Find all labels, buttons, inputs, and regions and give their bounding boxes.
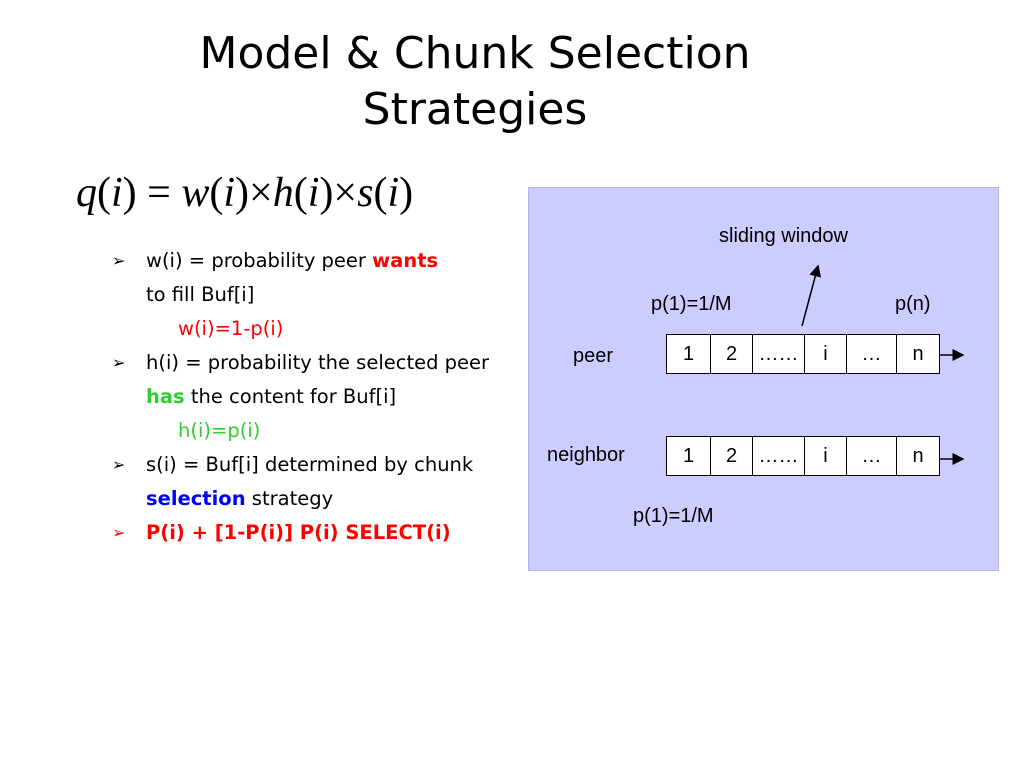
p1-top-label: p(1)=1/M (651, 293, 732, 315)
neighbor-cell: … (847, 437, 897, 475)
sliding-window-label: sliding window (719, 225, 848, 247)
bullet-w: ➢ w(i) = probability peer wants to fill … (112, 244, 522, 312)
neighbor-cell: i (805, 437, 847, 475)
bullet-s: ➢ s(i) = Buf[i] determined by chunk sele… (112, 448, 522, 516)
diagram-arrows (801, 264, 965, 465)
bullet-arrow-icon: ➢ (112, 455, 126, 474)
bullet-list: ➢ w(i) = probability peer wants to fill … (112, 244, 522, 550)
bullet-select: ➢ P(i) + [1-P(i)] P(i) SELECT(i) (112, 516, 522, 550)
title-line-1: Model & Chunk Selection (199, 28, 751, 79)
title-line-2: Strategies (362, 84, 588, 135)
sub-w-formula: w(i)=1-p(i) (178, 317, 284, 340)
peer-buffer: 1 2 …… i … n (666, 334, 940, 374)
p1-bottom-label: p(1)=1/M (633, 505, 714, 527)
bullet-h: ➢ h(i) = probability the selected peer h… (112, 346, 522, 414)
bullet-arrow-icon: ➢ (112, 523, 126, 542)
peer-cell: 1 (667, 335, 711, 373)
peer-label: peer (573, 345, 614, 367)
bullet-arrow-icon: ➢ (112, 353, 126, 372)
peer-cell: …… (753, 335, 805, 373)
emph-selection: selection (146, 487, 246, 510)
neighbor-cell: 2 (711, 437, 753, 475)
neighbor-buffer: 1 2 …… i … n (666, 436, 940, 476)
emph-wants: wants (372, 249, 439, 272)
neighbor-cell: …… (753, 437, 805, 475)
sub-h-formula: h(i)=p(i) (178, 419, 261, 442)
slide-title: Model & Chunk Selection Strategies (150, 26, 800, 138)
neighbor-cell: n (912, 444, 924, 467)
peer-cell: i (805, 335, 847, 373)
peer-cell: 2 (711, 335, 753, 373)
neighbor-label: neighbor (547, 444, 625, 466)
sliding-window-arrow-icon (801, 264, 822, 327)
pn-label: p(n) (895, 293, 931, 315)
peer-cell: … (847, 335, 897, 373)
peer-cell: n (912, 342, 924, 365)
emph-has: has (146, 385, 185, 408)
buffer-diagram: sliding window p(1)=1/M p(n) peer neighb… (528, 187, 999, 571)
formula-q: q(i) = w(i)×h(i)×s(i) (76, 170, 414, 216)
bullet-arrow-icon: ➢ (112, 251, 126, 270)
neighbor-cell: 1 (667, 437, 711, 475)
